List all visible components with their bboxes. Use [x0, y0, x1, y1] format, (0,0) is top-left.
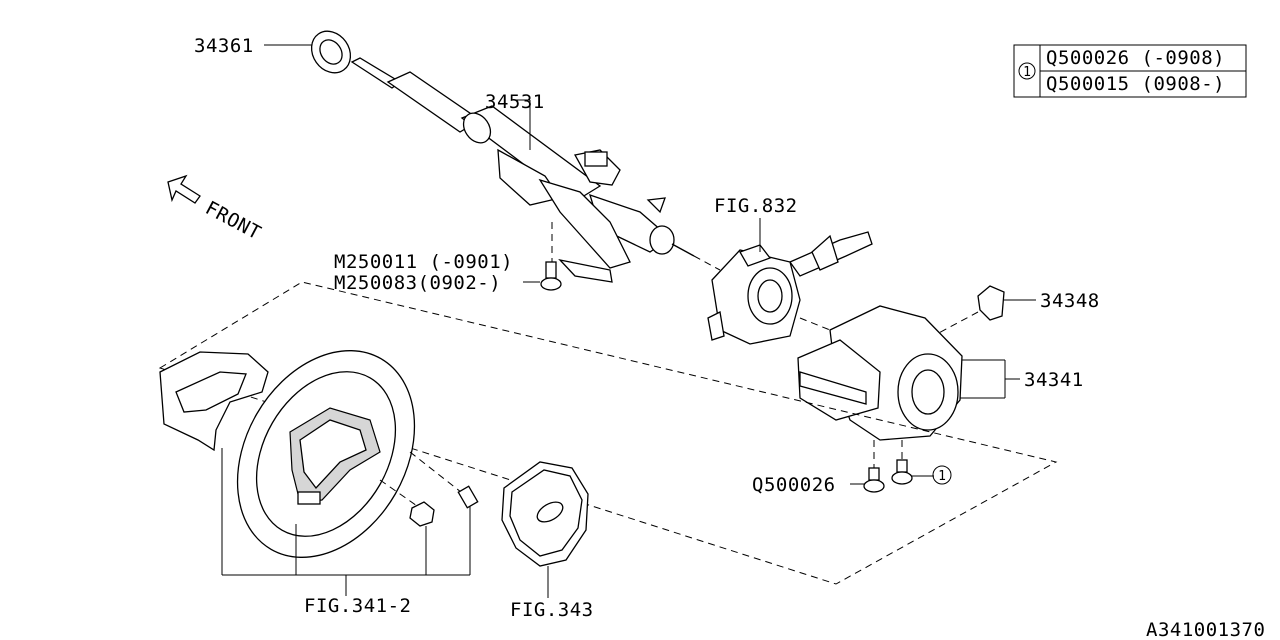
- legend-table: 1 Q500026 (-0908) Q500015 (0908-): [1013, 44, 1247, 98]
- label-bolt-a: M250011 (-0901): [334, 251, 513, 273]
- column-bolt: [523, 222, 562, 291]
- label-34531: 34531: [485, 91, 545, 113]
- wheel-fasteners: [379, 451, 479, 527]
- cover-screws: [850, 440, 952, 493]
- column-cover-part: [797, 305, 1020, 441]
- legend-row-2: Q500015 (0908-): [1046, 73, 1225, 95]
- label-fig-341-2: FIG.341-2: [304, 595, 411, 617]
- airbag-part: [501, 461, 589, 598]
- fig-341-leaders: [221, 448, 471, 596]
- top-seal-part: [264, 30, 352, 74]
- label-34341: 34341: [1024, 369, 1084, 391]
- label-34361: 34361: [194, 35, 254, 57]
- steering-wheel-part: [236, 350, 416, 558]
- legend-row-1: Q500026 (-0908): [1046, 47, 1225, 69]
- label-bolt-b: M250083(0902-): [334, 272, 501, 294]
- label-fig-832: FIG.832: [714, 195, 798, 217]
- assembly-boundary: [158, 281, 1058, 585]
- drawing-id: A341001370: [1146, 619, 1265, 640]
- legend-marker: 1: [1023, 65, 1031, 80]
- label-q500026: Q500026: [752, 474, 836, 496]
- steering-column-part: [350, 57, 695, 283]
- front-label: FRONT: [202, 197, 265, 244]
- label-fig-343: FIG.343: [510, 599, 594, 621]
- wheel-back-cover-part: [159, 351, 269, 452]
- front-arrow: FRONT: [167, 174, 265, 244]
- legend-marker-circle: [1018, 62, 1036, 80]
- label-34348: 34348: [1040, 290, 1100, 312]
- combination-switch-part: [693, 218, 873, 345]
- callout-ref: 1: [938, 469, 946, 484]
- clip-part: [934, 285, 1036, 336]
- callout-circle: [932, 465, 952, 485]
